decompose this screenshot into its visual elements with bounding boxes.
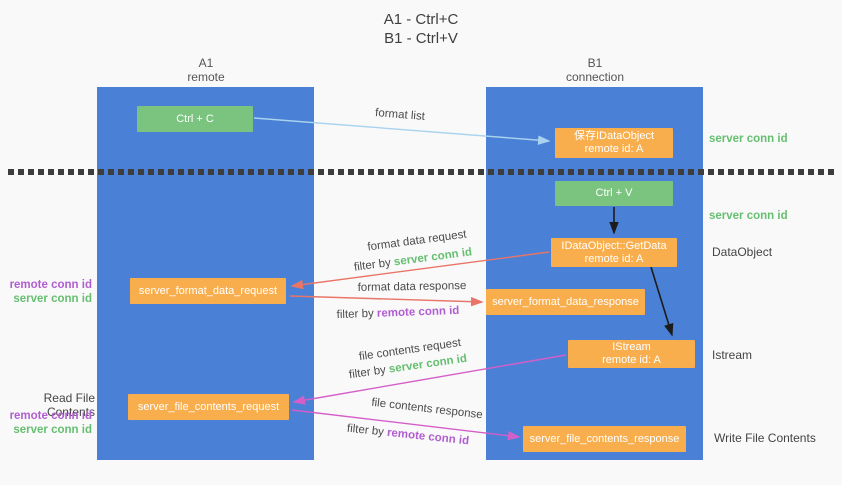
node-ctrl-v-label: Ctrl + V — [595, 187, 633, 199]
side-label-dataobject: DataObject — [712, 245, 773, 259]
side-label-write-file-contents: Write File Contents — [714, 431, 816, 445]
lane-right-role: connection — [565, 70, 625, 84]
node-save-idataobject-line1: 保存IDataObject — [573, 130, 655, 142]
node-server-file-contents-response: server_file_contents_response — [523, 426, 686, 452]
edge-label-format-data-response-text: format data response — [357, 280, 467, 294]
node-server-file-contents-request-label: server_file_contents_request — [137, 400, 280, 413]
node-ctrl-c: Ctrl + C — [137, 106, 253, 132]
arrow-format-data-request — [290, 251, 550, 290]
lane-header-right: B1 connection — [515, 56, 675, 84]
lane-left-name: A1 — [198, 56, 214, 70]
node-save-idataobject-line2: remote id: A — [584, 143, 644, 155]
side-label-server-conn-id-top: server conn id — [709, 133, 788, 145]
edge-label-format-data-response: format data response — [358, 280, 467, 294]
node-getdata: IDataObject::GetData remote id: A — [551, 238, 677, 267]
side-label-server-conn-id-2: server conn id — [13, 424, 92, 436]
session-divider-dotted-line — [8, 169, 836, 175]
title-line-2: B1 - Ctrl+V — [384, 30, 458, 47]
side-label-server-conn-id-1: server conn id — [13, 293, 92, 305]
arrow-getdata-to-istream — [650, 266, 674, 337]
arrow-file-contents-response — [291, 409, 521, 441]
node-istream: IStream remote id: A — [568, 340, 695, 368]
side-pair-format: remote conn id server conn id — [0, 278, 92, 306]
side-label-read-file-contents: Read File Contents — [43, 391, 95, 419]
lane-header-left: A1 remote — [126, 56, 286, 84]
lane-right-name: B1 — [587, 56, 603, 70]
node-server-format-data-response: server_format_data_response — [486, 289, 645, 315]
node-getdata-line1: IDataObject::GetData — [561, 239, 667, 252]
side-label-remote-conn-id-2: remote conn id — [9, 410, 92, 422]
node-istream-line1: IStream — [612, 341, 651, 353]
arrow-format-data-response — [289, 295, 484, 307]
node-ctrl-c-label: Ctrl + C — [176, 112, 214, 125]
node-server-format-data-response-label: server_format_data_response — [492, 295, 639, 308]
node-server-file-contents-response-label: server_file_contents_response — [529, 432, 680, 445]
arrow-format-list — [253, 117, 551, 145]
node-istream-line2: remote id: A — [602, 354, 661, 366]
arrow-file-contents-request — [292, 354, 567, 405]
lane-left-role: remote — [187, 70, 225, 84]
node-getdata-line2: remote id: A — [584, 252, 644, 265]
filter-by-text: filter by — [336, 307, 374, 322]
node-server-file-contents-request: server_file_contents_request — [128, 394, 289, 420]
node-save-idataobject: 保存IDataObject remote id: A — [555, 128, 673, 158]
diagram-title: A1 - Ctrl+C B1 - Ctrl+V — [0, 10, 842, 48]
title-line-1: A1 - Ctrl+C — [383, 11, 459, 28]
side-label-remote-conn-id-1: remote conn id — [9, 279, 92, 291]
side-label-istream: Istream — [712, 348, 753, 362]
node-ctrl-v: Ctrl + V — [555, 181, 673, 206]
side-label-server-conn-id-mid: server conn id — [709, 210, 788, 222]
node-server-format-data-request: server_format_data_request — [130, 278, 286, 304]
side-pair-file: remote conn id server conn id — [0, 409, 92, 437]
node-server-format-data-request-label: server_format_data_request — [138, 284, 278, 297]
